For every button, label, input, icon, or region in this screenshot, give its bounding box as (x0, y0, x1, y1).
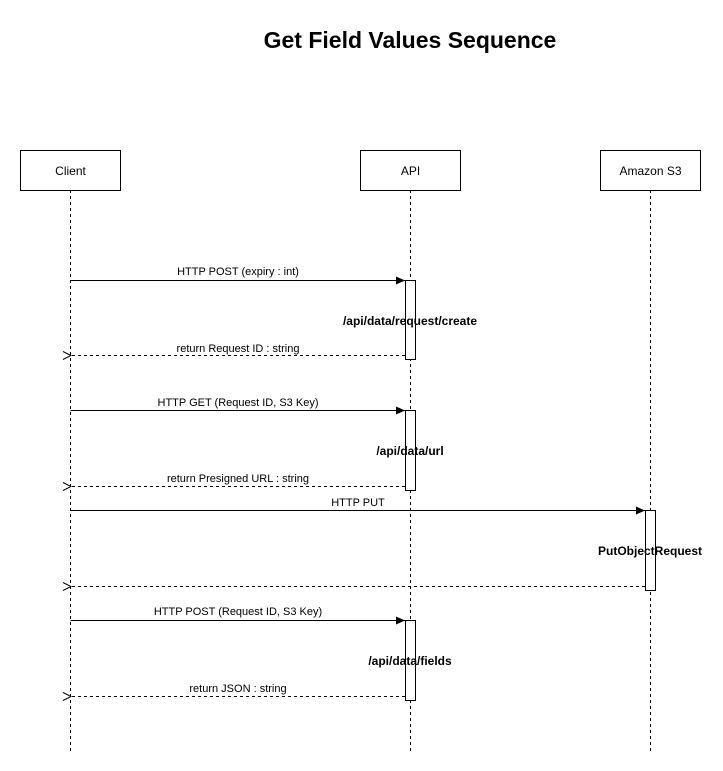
activation-box-request-create (405, 280, 416, 360)
message-return-json: return JSON : string (71, 683, 405, 697)
message-label-http-post-fields: HTTP POST (Request ID, S3 Key) (154, 606, 322, 618)
activation-label-data-fields: /api/data/fields (368, 654, 452, 668)
participant-client-label: Client (55, 164, 86, 178)
message-label-return-json: return JSON : string (189, 683, 286, 695)
message-label-return-request-id: return Request ID : string (177, 343, 300, 355)
message-label-return-presigned-url: return Presigned URL : string (167, 473, 309, 485)
message-http-post-expiry: HTTP POST (expiry : int) (70, 266, 405, 285)
activation-label-put-object: PutObjectRequest (598, 544, 702, 558)
message-label-http-post-expiry: HTTP POST (expiry : int) (177, 266, 299, 278)
message-return-request-id: return Request ID : string (71, 343, 405, 356)
activation-label-request-create: /api/data/request/create (343, 314, 477, 328)
diagram-title: Get Field Values Sequence (264, 27, 557, 53)
message-return-presigned-url: return Presigned URL : string (71, 473, 405, 487)
message-http-get-url: HTTP GET (Request ID, S3 Key) (70, 397, 405, 415)
activation-box-data-url (405, 410, 416, 491)
message-label-http-get-url: HTTP GET (Request ID, S3 Key) (158, 397, 319, 409)
participant-s3-label: Amazon S3 (619, 164, 681, 178)
message-http-post-fields: HTTP POST (Request ID, S3 Key) (70, 606, 405, 625)
participant-s3: Amazon S3 (600, 150, 701, 191)
participant-client: Client (20, 150, 121, 191)
activation-box-put-object (645, 510, 656, 591)
participant-api-label: API (401, 164, 420, 178)
message-label-http-put: HTTP PUT (331, 497, 385, 509)
message-http-put: HTTP PUT (70, 497, 645, 515)
activation-box-data-fields (405, 620, 416, 701)
participant-api: API (360, 150, 461, 191)
activation-label-data-url: /api/data/url (376, 444, 443, 458)
